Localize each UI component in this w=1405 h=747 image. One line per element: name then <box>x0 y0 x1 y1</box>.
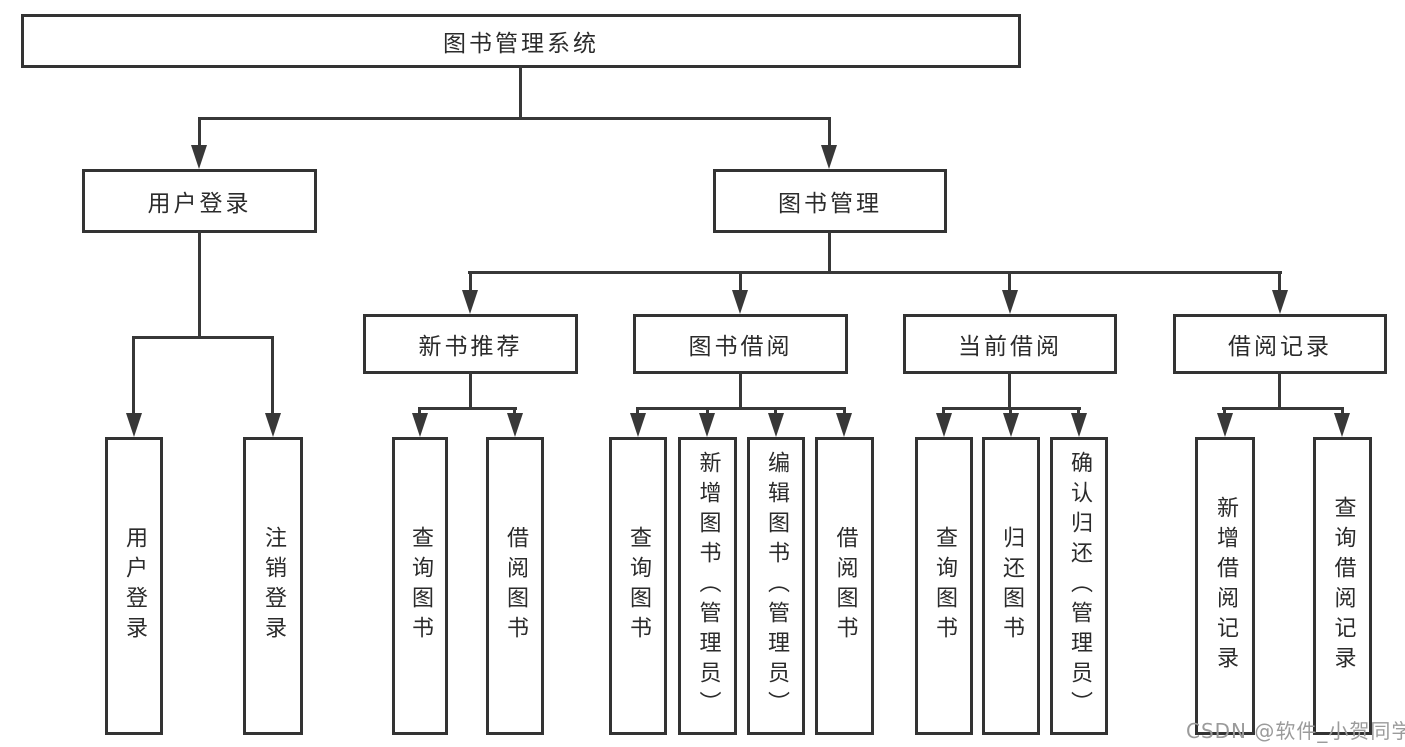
node-book-borrowing: 图书借阅 <box>633 314 848 374</box>
watermark: CSDN @软件_小贺同学 <box>1186 719 1405 743</box>
connector-drop-bb-add <box>706 407 709 417</box>
connector-drop-book-management <box>828 117 831 149</box>
connector-book-mgmt-stem <box>828 232 831 274</box>
leaf-br-add-record: 新增借阅记录 <box>1195 437 1255 735</box>
connector-bb-stem <box>739 372 742 410</box>
arrowhead-book-management <box>821 145 837 169</box>
node-new-book-recommend: 新书推荐 <box>363 314 578 374</box>
connector-nbr-crossbar <box>418 407 517 410</box>
arrowhead-bb-edit <box>768 413 784 437</box>
connector-nbr-stem <box>469 372 472 410</box>
arrowhead-leaf-login <box>126 413 142 437</box>
connector-root-stem <box>519 66 522 120</box>
connector-drop-leaf-login <box>132 336 135 417</box>
connector-root-crossbar <box>198 117 831 120</box>
leaf-bb-add-books-admin: 新增图书（管理员） <box>678 437 737 735</box>
leaf-br-query-record: 查询借阅记录 <box>1313 437 1372 735</box>
arrowhead-bb-add <box>699 413 715 437</box>
node-borrow-records: 借阅记录 <box>1173 314 1387 374</box>
leaf-cb-return-books: 归还图书 <box>982 437 1040 735</box>
leaf-nbr-query-books: 查询图书 <box>392 437 448 735</box>
arrowhead-borrow-records <box>1272 290 1288 314</box>
connector-drop-nbr-query <box>418 407 421 417</box>
connector-drop-nbr-borrow <box>513 407 516 417</box>
connector-drop-new-book <box>469 271 472 292</box>
connector-drop-bb-borrow <box>843 407 846 417</box>
connector-user-login-stem <box>198 231 201 339</box>
connector-drop-br-add <box>1223 407 1226 417</box>
node-root: 图书管理系统 <box>21 14 1021 68</box>
connector-drop-bb-query <box>636 407 639 417</box>
arrowhead-cb-query <box>936 413 952 437</box>
connector-drop-book-borrow <box>739 271 742 292</box>
connector-cb-stem <box>1008 372 1011 410</box>
arrowhead-nbr-borrow <box>507 413 523 437</box>
node-book-management: 图书管理 <box>713 169 947 233</box>
leaf-bb-edit-books-admin: 编辑图书（管理员） <box>747 437 805 735</box>
connector-drop-cb-confirm <box>1077 407 1080 417</box>
leaf-bb-query-books: 查询图书 <box>609 437 667 735</box>
leaf-cb-query-books: 查询图书 <box>915 437 973 735</box>
arrowhead-nbr-query <box>412 413 428 437</box>
connector-drop-bb-edit <box>774 407 777 417</box>
leaf-nbr-borrow-books: 借阅图书 <box>486 437 544 735</box>
connector-drop-cb-return <box>1009 407 1012 417</box>
arrowhead-current-borrow <box>1002 290 1018 314</box>
leaf-user-login: 用户登录 <box>105 437 163 735</box>
arrowhead-new-book <box>462 290 478 314</box>
arrowhead-cb-return <box>1003 413 1019 437</box>
arrowhead-bb-borrow <box>836 413 852 437</box>
node-user-login: 用户登录 <box>82 169 317 233</box>
connector-book-mgmt-crossbar <box>468 271 1282 274</box>
connector-drop-leaf-logout <box>271 336 274 417</box>
connector-drop-cb-query <box>942 407 945 417</box>
connector-br-crossbar <box>1222 407 1344 410</box>
connector-br-stem <box>1278 372 1281 410</box>
node-current-borrowing: 当前借阅 <box>903 314 1117 374</box>
connector-bb-crossbar <box>636 407 845 410</box>
connector-drop-current-borrow <box>1008 271 1011 292</box>
connector-drop-borrow-records <box>1278 271 1281 292</box>
connector-user-login-crossbar <box>132 336 274 339</box>
arrowhead-br-query <box>1334 413 1350 437</box>
arrowhead-book-borrow <box>732 290 748 314</box>
leaf-bb-borrow-books: 借阅图书 <box>815 437 874 735</box>
arrowhead-cb-confirm <box>1071 413 1087 437</box>
leaf-cb-confirm-return-admin: 确认归还（管理员） <box>1050 437 1108 735</box>
arrowhead-bb-query <box>630 413 646 437</box>
connector-drop-br-query <box>1341 407 1344 417</box>
arrowhead-user-login <box>191 145 207 169</box>
arrowhead-br-add <box>1217 413 1233 437</box>
leaf-logout: 注销登录 <box>243 437 303 735</box>
connector-drop-user-login <box>198 117 201 149</box>
arrowhead-leaf-logout <box>265 413 281 437</box>
